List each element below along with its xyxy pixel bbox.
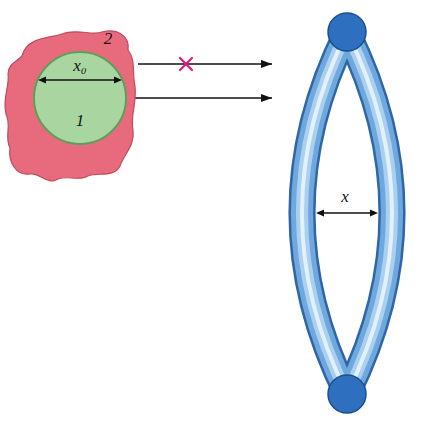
region-outline (5, 31, 136, 181)
dimension-line (38, 77, 122, 84)
dimension-line (316, 210, 378, 217)
region-label: x₀ (32, 57, 128, 75)
ray-arrow (128, 97, 272, 99)
tube-joint (328, 13, 366, 51)
lens-tube: x (272, 6, 418, 422)
tube-joint (328, 375, 366, 413)
inner-region: x₀ 1 (32, 50, 128, 146)
cross-stroke (180, 58, 192, 70)
region-label: 2 (96, 30, 120, 48)
region-label: x (272, 188, 418, 206)
node-shape (272, 6, 418, 422)
region-label: 1 (32, 112, 128, 130)
outer-region: x₀ 1 2 (2, 26, 138, 184)
blocked-cross (180, 58, 192, 70)
connector-group (128, 64, 272, 98)
ray-arrow (138, 63, 272, 65)
cross-stroke (180, 58, 192, 70)
